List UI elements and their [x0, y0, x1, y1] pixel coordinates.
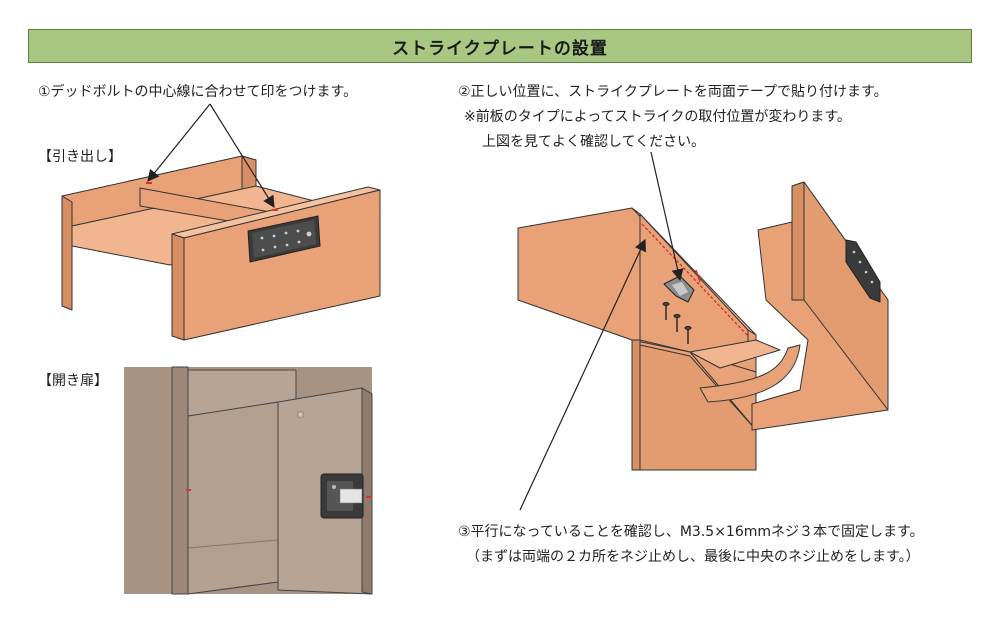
step2-text-line3: 上図を見てよく確認してください。: [482, 134, 706, 150]
drawer-left-side: [61, 195, 73, 311]
strike-center-line: [641, 223, 749, 337]
step2-text-line1: ②正しい位置に、ストライクプレートを両面テープで貼り付けます。: [458, 84, 888, 100]
door-curved-edge: [699, 344, 801, 403]
drawer-illustration: [61, 103, 381, 341]
step3-text-line1: ③平行になっていることを確認し、M3.5×16mmネジ３本で固定します。: [458, 524, 924, 540]
section-title-banner: ストライクプレートの設置: [28, 29, 972, 63]
section-title: ストライクプレートの設置: [392, 38, 608, 59]
keypad-lock-icon: [320, 473, 364, 519]
cabinet-interior: [187, 401, 279, 595]
drawer-label: 【引き出し】: [38, 149, 122, 165]
keypad-lock-icon: [845, 239, 881, 303]
keypad-lock-icon: [247, 215, 321, 263]
step2-text-line2: ※前板のタイプによってストライクの取付位置が変わります。: [464, 109, 851, 125]
step3-text-line2: （まずは両端の２カ所をネジ止めし、最後に中央のネジ止めをします。）: [466, 549, 920, 565]
step1-text: ①デッドボルトの中心線に合わせて印をつけます。: [38, 84, 358, 100]
strike-installation-illustration: [517, 151, 889, 511]
drawer-front-panel: [183, 189, 381, 341]
cabinet-inner-face: [639, 213, 749, 353]
cabinet-left-stile: [171, 366, 189, 595]
hinged-door-label: 【開き扉】: [38, 373, 108, 389]
screw-icon: [662, 302, 692, 344]
hinged-door-illustration: [124, 366, 373, 595]
